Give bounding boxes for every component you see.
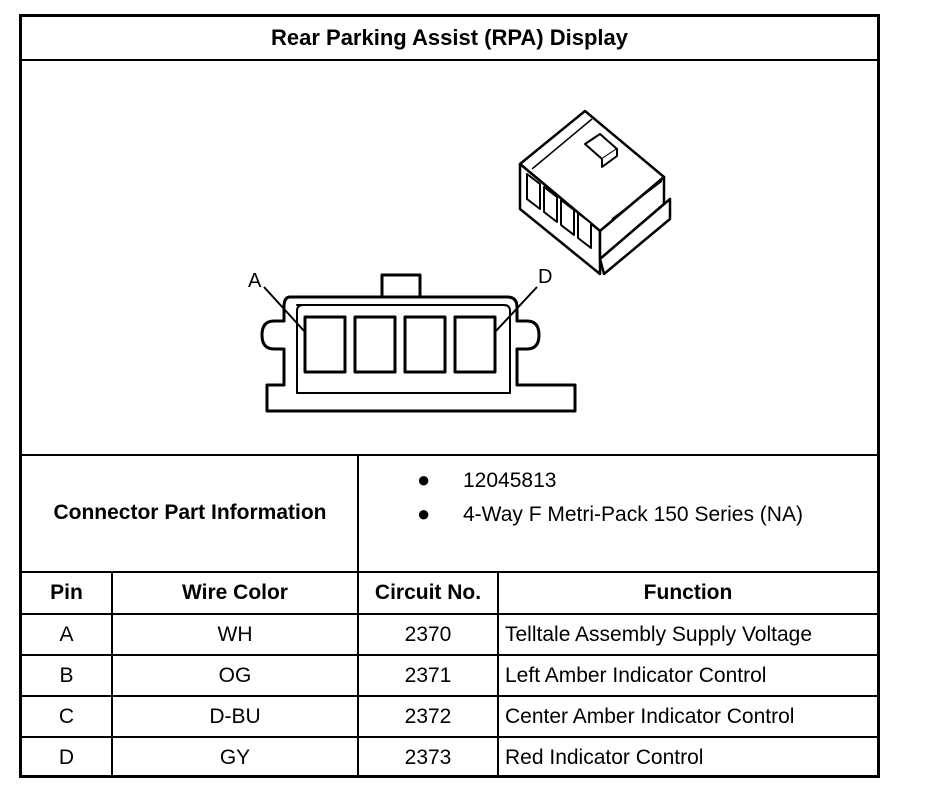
col-header-wire-color: Wire Color [182,581,288,604]
connector-part-info-label: Connector Part Information [53,501,327,524]
row-divider [22,613,877,615]
table-row-function: Left Amber Indicator Control [505,664,767,687]
connector-part-number: ● 12045813 [417,463,556,497]
row-divider [22,695,877,697]
table-row-pin: D [58,746,75,769]
connector-diagram-svg: A D [248,109,672,413]
table-row-circuit: 2371 [404,664,452,687]
drawing-divider [22,454,877,456]
table-row-pin: B [59,664,74,687]
col-divider-2 [357,573,359,778]
sheet-title: Rear Parking Assist (RPA) Display [270,25,628,50]
connector-description-text: 4-Way F Metri-Pack 150 Series (NA) [463,503,803,526]
connector-sheet: Rear Parking Assist (RPA) Display [19,14,880,778]
connector-isometric-view [518,109,672,276]
col-header-function: Function [643,581,733,604]
bullet-icon: ● [417,467,431,492]
col-header-circuit: Circuit No. [374,581,482,604]
row-divider [22,736,877,738]
table-row-function: Red Indicator Control [505,746,704,769]
connector-drawing: A D [22,59,877,454]
table-row-pin: A [59,623,74,646]
connector-description: ● 4-Way F Metri-Pack 150 Series (NA) [417,497,803,531]
bullet-icon: ● [417,501,431,526]
table-row-wire: WH [217,623,253,646]
table-row-wire: GY [219,746,251,769]
cpi-divider [357,455,359,572]
table-row-wire: OG [218,664,252,687]
table-row-circuit: 2372 [404,705,452,728]
table-row-circuit: 2373 [404,746,452,769]
connector-front-view [260,273,577,413]
pin-label-a: A [248,270,262,292]
table-row-circuit: 2370 [404,623,452,646]
table-row-pin: C [58,705,75,728]
table-row-function: Center Amber Indicator Control [505,705,795,728]
col-divider-3 [497,573,499,778]
table-row-wire: D-BU [209,705,261,728]
pin-label-d: D [538,266,552,288]
title-divider [22,59,877,61]
col-header-pin: Pin [50,581,83,604]
part-number-text: 12045813 [463,469,557,492]
col-divider-1 [111,573,113,778]
row-divider [22,654,877,656]
table-row-function: Telltale Assembly Supply Voltage [505,623,813,646]
info-divider [22,571,877,573]
